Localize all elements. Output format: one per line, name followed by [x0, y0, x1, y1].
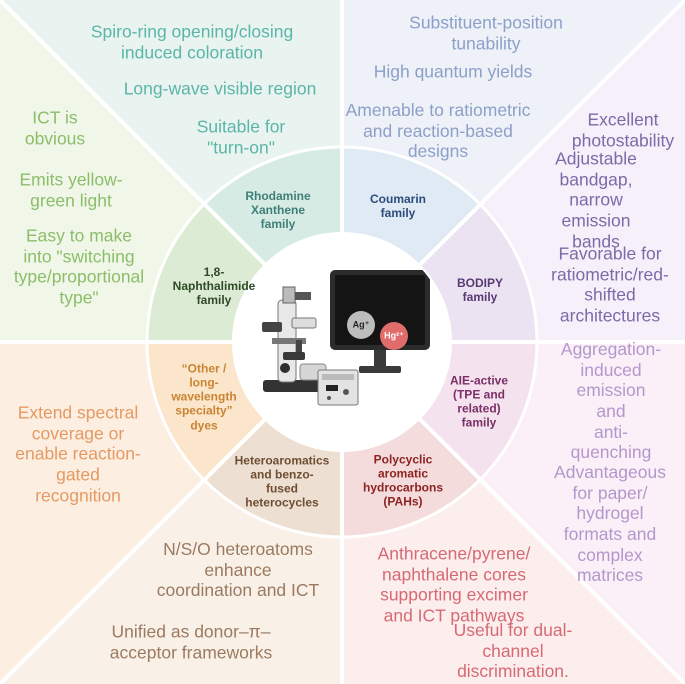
ring-sector-pah [342, 418, 480, 537]
power-unit-icon [317, 369, 359, 406]
feature-rhodamine-1: Spiro-ring opening/closing induced color… [90, 21, 294, 62]
family-label-bodipy: BODIPY family [456, 275, 504, 304]
feature-hetero-1: N/S/O heteroatoms enhance coordination a… [156, 539, 320, 601]
ring-sector-naphthalimide [147, 204, 266, 342]
family-label-aie: AIE-active (TPE and related) family [449, 373, 509, 431]
family-label-other: “Other / long- wavelength specialty” dye… [171, 361, 237, 433]
feature-rhodamine-2: Long-wave visible region [123, 78, 317, 99]
family-label-rhodamine: Rhodamine Xanthene family [245, 188, 311, 232]
feature-bodipy-2: Adjustable bandgap, narrow emission band… [555, 148, 637, 251]
feature-rhodamine-3: Suitable for "turn-on" [196, 116, 286, 157]
ring-sector-coumarin [342, 147, 480, 266]
microscope-illustration [262, 270, 430, 406]
family-label-pah: Polycyclic aromatic hydrocarbons (PAHs) [362, 452, 444, 510]
feature-coumarin-2: High quantum yields [373, 61, 533, 82]
feature-pah-1: Anthracene/pyrene/ naphthalene cores sup… [377, 543, 531, 626]
family-label-hetero: Heteroaromatics and benzo- fused heteroc… [234, 453, 330, 511]
feature-coumarin-3: Amenable to ratiometric and reaction-bas… [345, 100, 531, 162]
feature-naphthalimide-2: Emits yellow- green light [19, 169, 123, 210]
feature-naphthalimide-1: ICT is obvious [24, 107, 86, 148]
feature-coumarin-1: Substituent-position tunability [409, 12, 563, 53]
monitor-label-silver: Ag⁺ [352, 319, 370, 330]
feature-bodipy-3: Favorable for ratiometric/red- shifted a… [551, 243, 669, 326]
feature-naphthalimide-3: Easy to make into "switching type/propor… [13, 225, 145, 308]
family-label-coumarin: Coumarin family [369, 191, 427, 220]
mercury-ion-disc [380, 322, 408, 350]
feature-aie-2: Advantageous for paper/ hydrogel formats… [554, 462, 666, 586]
ring-sector-other [146, 342, 266, 480]
feature-bodipy-1: Excellent photostability [571, 109, 675, 150]
silver-ion-disc [347, 311, 375, 339]
monitor-icon [330, 270, 430, 373]
feature-pah-2: Useful for dual- channel discrimination. [453, 620, 573, 682]
feature-hetero-2: Unified as donor–π– acceptor frameworks [109, 621, 273, 662]
ring-outer-edge [145, 145, 539, 539]
monitor-label-mercury: Hg²⁺ [384, 330, 404, 341]
feature-aie-1: Aggregation- induced emission and anti-q… [560, 339, 662, 463]
family-label-naphthalimide: 1,8- Naphthalimide family [172, 264, 256, 308]
feature-other-1: Extend spectral coverage or enable react… [15, 402, 141, 505]
